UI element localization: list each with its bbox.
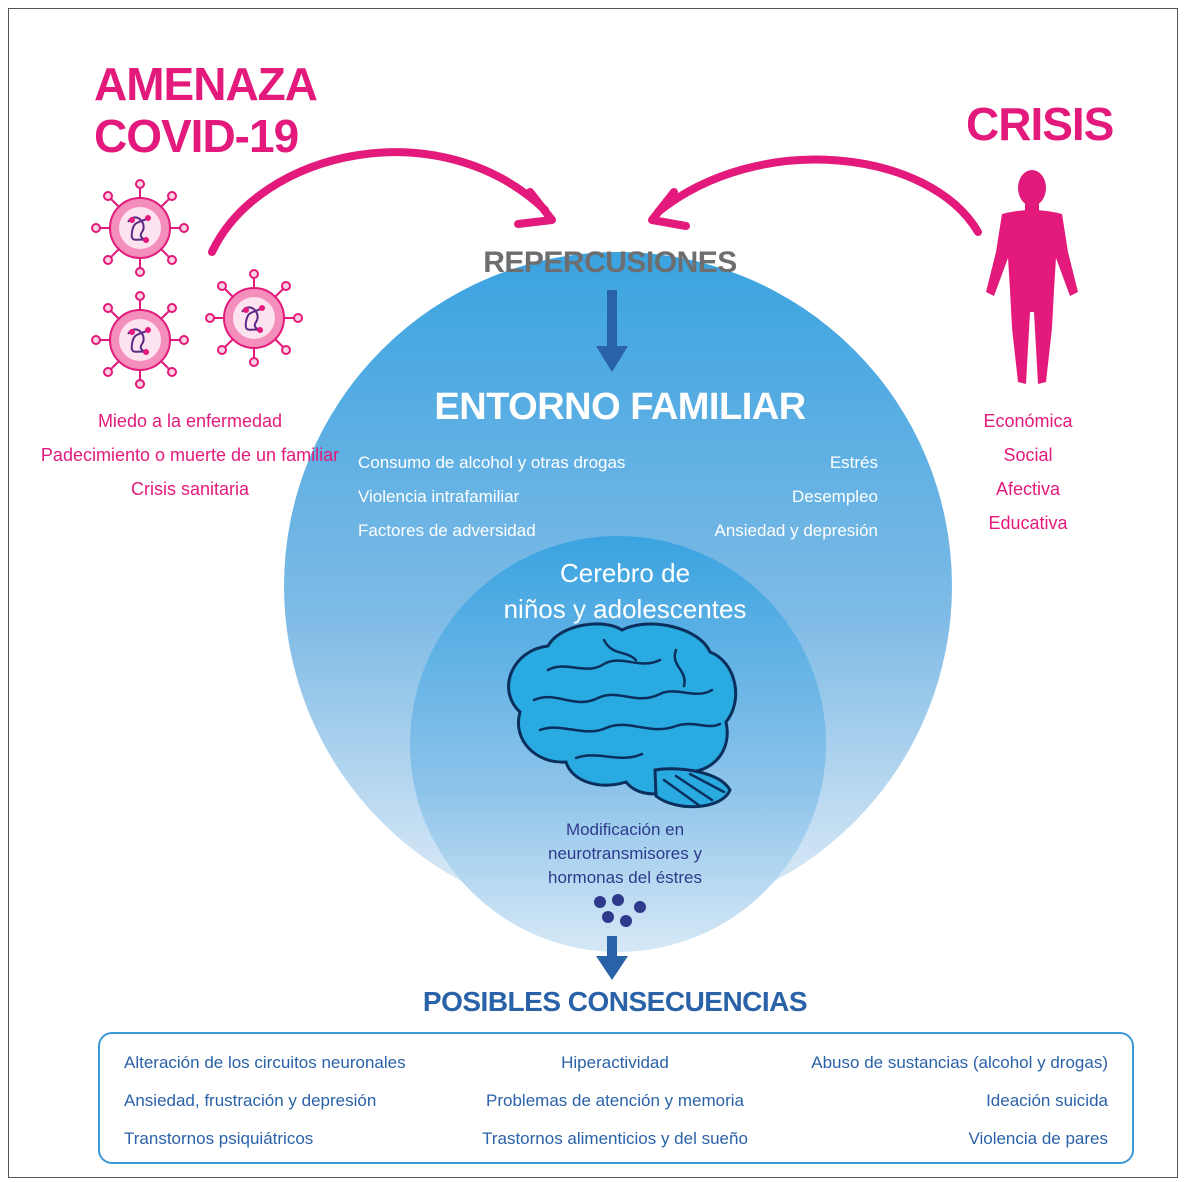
- consecuencias-col1: Alteración de los circuitos neuronales A…: [124, 1044, 406, 1158]
- consecuencia-item: Problemas de atención y memoria: [486, 1091, 744, 1110]
- cerebro-title: Cerebro de niños y adolescentes: [470, 555, 780, 627]
- consecuencias-box: [98, 1032, 1134, 1164]
- virus-icon: [205, 269, 303, 367]
- consecuencia-item: Hiperactividad: [561, 1053, 669, 1072]
- consecuencia-item: Trastornos alimenticios y del sueño: [482, 1129, 748, 1148]
- molecule-dots-icon: [594, 894, 646, 927]
- arrow-down-icon: [596, 290, 628, 372]
- consecuencia-item: Violencia de pares: [968, 1129, 1108, 1148]
- virus-icon: [91, 179, 189, 277]
- modificacion-line1: Modificación en: [565, 820, 685, 839]
- cerebro-line1: Cerebro de: [559, 558, 691, 588]
- brain-icon: [507, 622, 738, 809]
- threat-title-line2: COVID-19: [94, 110, 299, 162]
- factor-item: Estrés: [829, 453, 878, 472]
- arrow-down-icon: [596, 936, 628, 980]
- entorno-right-factors: Estrés Desempleo Ansiedad y depresión: [660, 446, 878, 548]
- factor-item: Violencia intrafamiliar: [358, 487, 520, 506]
- entorno-familiar-title: ENTORNO FAMILIAR: [434, 386, 806, 428]
- threat-list: Miedo a la enfermedad Padecimiento o mue…: [30, 404, 350, 506]
- consecuencias-col3: Abuso de sustancias (alcohol y drogas) I…: [790, 1044, 1108, 1158]
- crisis-item: Educativa: [988, 513, 1068, 533]
- crisis-list: Económica Social Afectiva Educativa: [958, 404, 1098, 540]
- modificacion-line2: neurotransmisores y: [547, 844, 702, 863]
- curved-arrow-icon: [208, 148, 556, 256]
- factor-item: Desempleo: [792, 487, 878, 506]
- modificacion-line3: hormonas del éstres: [547, 868, 703, 887]
- consecuencias-col2: Hiperactividad Problemas de atención y m…: [450, 1044, 780, 1158]
- consecuencias-title: POSIBLES CONSECUENCIAS: [422, 986, 808, 1017]
- modificacion-text: Modificación en neurotransmisores y horm…: [500, 818, 750, 890]
- repercusiones-label: REPERCUSIONES: [483, 246, 737, 279]
- consecuencia-item: Alteración de los circuitos neuronales: [124, 1053, 406, 1072]
- entorno-left-factors: Consumo de alcohol y otras drogas Violen…: [358, 446, 625, 548]
- threat-item: Padecimiento o muerte de un familiar: [40, 445, 340, 465]
- threat-title-line1: AMENAZA: [94, 58, 318, 110]
- cerebro-line2: niños y adolescentes: [503, 594, 747, 624]
- curved-arrow-icon: [648, 155, 982, 236]
- consecuencia-item: Abuso de sustancias (alcohol y drogas): [811, 1053, 1108, 1072]
- factor-item: Ansiedad y depresión: [714, 521, 878, 540]
- threat-item: Crisis sanitaria: [130, 479, 250, 499]
- crisis-item: Económica: [983, 411, 1073, 431]
- human-figure-icon: [986, 170, 1078, 384]
- threat-item: Miedo a la enfermedad: [97, 411, 283, 431]
- crisis-item: Social: [1003, 445, 1053, 465]
- threat-title: AMENAZA COVID-19: [94, 58, 318, 162]
- consecuencia-item: Transtornos psiquiátricos: [124, 1129, 314, 1148]
- crisis-item: Afectiva: [995, 479, 1061, 499]
- crisis-title: CRISIS: [966, 98, 1114, 150]
- consecuencia-item: Ansiedad, frustración y depresión: [124, 1091, 377, 1110]
- consecuencia-item: Ideación suicida: [986, 1091, 1108, 1110]
- diagram-frame: [8, 8, 1178, 1178]
- factor-item: Consumo de alcohol y otras drogas: [358, 453, 626, 472]
- factor-item: Factores de adversidad: [358, 521, 536, 540]
- virus-icon: [91, 291, 189, 389]
